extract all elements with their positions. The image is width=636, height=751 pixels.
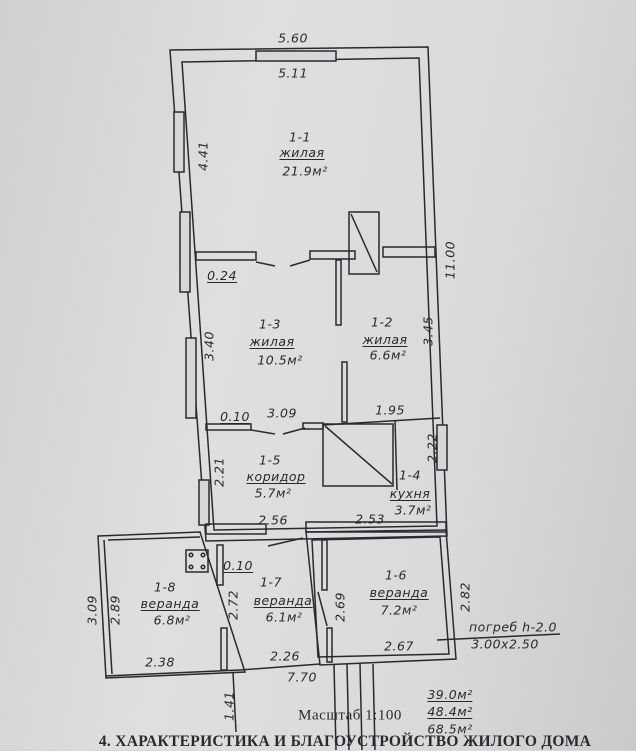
- room-1-6-area: 7.2м²: [380, 602, 418, 618]
- room-1-8-area: 6.8м²: [153, 612, 191, 628]
- boiler: [185, 549, 209, 573]
- room-1-7-area: 6.1м²: [265, 609, 303, 625]
- room-1-6-id: 1-6: [385, 567, 407, 583]
- room-1-2-type: жилая: [362, 332, 408, 347]
- total-area: 48.4м²: [427, 704, 473, 719]
- room-1-5-type: коридор: [246, 469, 306, 484]
- dim-outer-width: 5.60: [278, 30, 308, 46]
- room-1-3-type: жилая: [249, 334, 295, 349]
- room-1-2-area: 6.6м²: [369, 347, 407, 363]
- room-1-1-area: 21.9м²: [282, 163, 328, 179]
- veranda-1-6-wall: [305, 529, 457, 666]
- dim-2-69: 2.69: [332, 592, 348, 622]
- dim-2-38: 2.38: [145, 654, 175, 670]
- dim-partition: 0.10: [220, 409, 250, 424]
- dim-7-70: 7.70: [287, 669, 317, 685]
- dim-veranda-partition: 0.10: [223, 558, 253, 573]
- dim-2-56: 2.56: [258, 512, 288, 528]
- dim-inner-width: 5.11: [278, 65, 308, 81]
- dim-3-40: 3.40: [201, 331, 217, 361]
- dim-2-53: 2.53: [355, 511, 385, 527]
- dim-1-41: 1.41: [221, 691, 237, 721]
- cellar-size: 3.00x2.50: [471, 636, 539, 652]
- room-1-3-id: 1-3: [259, 316, 281, 332]
- section-heading: 4. ХАРАКТЕРИСТИКА И БЛАГОУСТРОЙСТВО ЖИЛО…: [98, 733, 592, 750]
- dim-2-22: 2.22: [424, 433, 440, 463]
- dim-2-26: 2.26: [270, 648, 300, 664]
- room-1-3-area: 10.5м²: [257, 352, 303, 368]
- room-1-1-id: 1-1: [289, 129, 311, 145]
- dim-wall-thickness: 0.24: [207, 268, 237, 283]
- dim-2-82: 2.82: [457, 582, 473, 612]
- room-1-8-id: 1-8: [154, 579, 176, 595]
- room-1-7-type: веранда: [253, 593, 313, 608]
- veranda-1-8-wall: [97, 531, 247, 679]
- total-living-area: 39.0м²: [427, 687, 473, 702]
- dim-total-length: 11.00: [442, 240, 458, 280]
- dim-2-89: 2.89: [107, 595, 123, 625]
- dim-3-09-b: 3.09: [84, 595, 100, 625]
- scale-label: Масштаб 1:100: [298, 707, 402, 724]
- room-1-4-type: кухня: [389, 486, 431, 501]
- dim-2-67: 2.67: [384, 638, 414, 654]
- dim-4-41: 4.41: [195, 141, 211, 171]
- room-1-5-id: 1-5: [259, 452, 281, 468]
- dim-1-95: 1.95: [375, 402, 405, 418]
- house-inner-wall: [181, 57, 438, 531]
- room-1-4-id: 1-4: [399, 467, 421, 483]
- room-1-2-id: 1-2: [371, 314, 393, 330]
- dim-3-45: 3.45: [420, 316, 436, 346]
- dim-3-09-a: 3.09: [267, 405, 297, 421]
- room-1-6-type: веранда: [369, 585, 429, 600]
- dim-2-21: 2.21: [211, 457, 227, 487]
- cellar-label: погреб h-2.0: [468, 619, 558, 635]
- dim-2-72: 2.72: [225, 590, 241, 620]
- room-1-8-type: веранда: [140, 596, 200, 611]
- room-1-1-type: жилая: [279, 145, 325, 160]
- room-1-7-id: 1-7: [260, 574, 282, 590]
- kitchen-stove: [322, 423, 394, 487]
- stove: [348, 211, 380, 275]
- total-area-with-verandas: 68.5м²: [427, 721, 473, 737]
- room-1-5-area: 5.7м²: [254, 485, 292, 501]
- room-1-4-area: 3.7м²: [394, 502, 432, 518]
